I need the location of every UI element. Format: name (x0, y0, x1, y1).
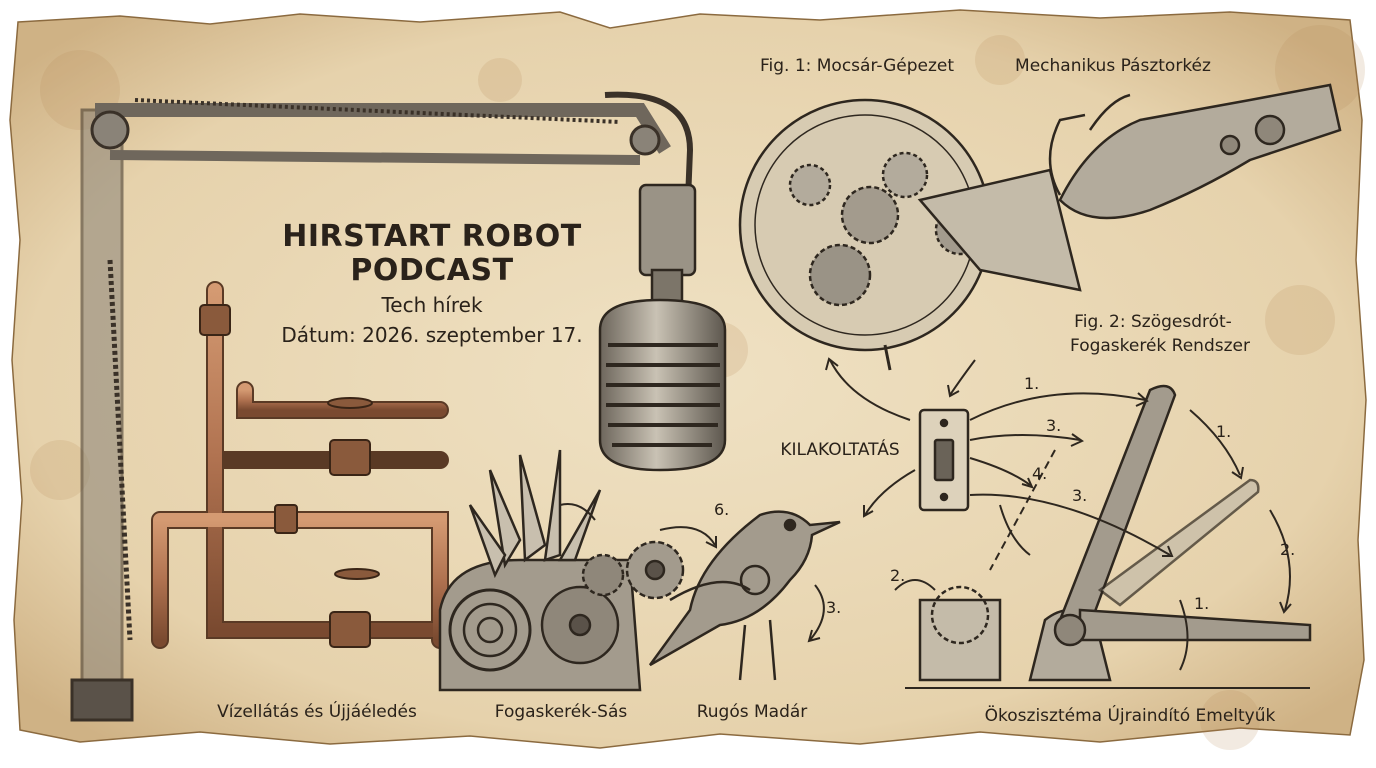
podcast-title: HIRSTART ROBOT PODCAST (282, 220, 581, 288)
fig1-caption: Fig. 1: Mocsár-Gépezet (759, 56, 955, 76)
spring-bird (648, 510, 841, 681)
step-number: 2. (1280, 540, 1296, 559)
gear-reed-machine (438, 449, 685, 692)
step-number: 3. (1046, 416, 1062, 435)
title-line-2: PODCAST (350, 253, 514, 288)
step-number: 4. (1032, 464, 1048, 483)
step-number: 1. (1216, 422, 1232, 441)
switch-label: KILAKOLTATÁS (780, 440, 900, 460)
subtitle: Tech hírek (381, 293, 483, 317)
caption-levers: Ökoszisztéma Újraindító Emeltyűk (984, 706, 1276, 726)
step-number: 3. (1072, 486, 1088, 505)
caption-bird: Rugós Madár (696, 702, 808, 722)
caption-water: Vízellátás és Újjáéledés (217, 702, 417, 722)
step-number: 6. (714, 500, 730, 519)
levers (905, 384, 1312, 689)
fig2-caption-line-1: Fig. 2: Szögesdrót- (1074, 312, 1232, 332)
microphone-illustration (598, 183, 727, 472)
step-number: 2. (890, 566, 906, 585)
fig2-caption-line-2: Fogaskerék Rendszer (1070, 336, 1250, 356)
title-line-1: HIRSTART ROBOT (282, 219, 582, 254)
boom-arm (70, 91, 694, 722)
copper-pipes (151, 281, 449, 649)
clockwork-mechanism (738, 98, 1082, 371)
flow-arrows (559, 357, 1292, 671)
step-number: 1. (1194, 594, 1210, 613)
switch-plate (918, 408, 970, 512)
episode-date: Dátum: 2026. szeptember 17. (281, 323, 583, 347)
mechanical-hand (1048, 83, 1342, 220)
step-number: 1. (1024, 374, 1040, 393)
caption-gear-reed: Fogaskerék-Sás (494, 702, 628, 722)
step-number: 3. (826, 598, 842, 617)
hand-caption: Mechanikus Pásztorkéz (1015, 56, 1211, 76)
